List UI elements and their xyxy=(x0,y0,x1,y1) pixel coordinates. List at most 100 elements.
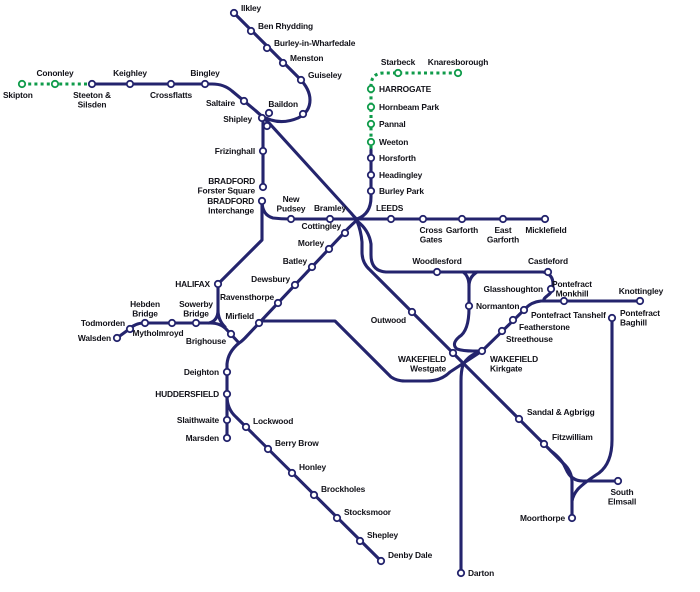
station-skipton-marker xyxy=(17,79,27,89)
station-crossflatts-label: Crossflatts xyxy=(150,90,193,100)
station-brockholes: Brockholes xyxy=(309,484,366,500)
station-mirfield: Mirfield xyxy=(225,311,264,328)
station-south-elmsall-marker xyxy=(613,476,623,486)
station-horsforth-marker xyxy=(366,153,376,163)
station-micklefield-label: Micklefield xyxy=(525,225,566,235)
station-berry-brow-label: Berry Brow xyxy=(275,438,319,448)
station-darton-marker xyxy=(456,568,466,578)
station-huddersfield-label: HUDDERSFIELD xyxy=(155,389,219,399)
station-weeton: Weeton xyxy=(366,137,408,147)
station-marsden-label: Marsden xyxy=(186,433,219,443)
station-shepley-marker xyxy=(355,536,365,546)
station-stocksmoor: Stocksmoor xyxy=(332,507,392,523)
station-fitzwilliam-marker xyxy=(539,439,549,449)
station-saltaire-marker xyxy=(239,96,249,106)
station-knaresborough-marker xyxy=(453,68,463,78)
station-hornbeam-park-marker xyxy=(366,102,376,112)
station-keighley-marker xyxy=(125,79,135,89)
station-slaithwaite-label: Slaithwaite xyxy=(177,415,220,425)
station-mytholmroyd-label: Mytholmroyd xyxy=(133,328,184,338)
station-guiseley: Guiseley xyxy=(296,70,342,85)
station-brighouse-marker xyxy=(226,329,236,339)
line-normanton-branch xyxy=(452,270,484,353)
station-mytholmroyd: Mytholmroyd xyxy=(133,318,184,338)
station-outwood-marker xyxy=(407,307,417,317)
station-ravensthorpe-label: Ravensthorpe xyxy=(220,292,275,302)
station-knaresborough: Knaresborough xyxy=(428,57,488,78)
station-woodlesford-marker xyxy=(432,267,442,277)
station-garforth-marker xyxy=(457,214,467,224)
station-sandal-and-agbrigg-label: Sandal & Agbrigg xyxy=(527,407,595,417)
station-berry-brow-marker xyxy=(263,444,273,454)
station-burley-in-wharfedale: Burley-in-Wharfedale xyxy=(262,38,356,53)
station-burley-in-wharfedale-label: Burley-in-Wharfedale xyxy=(274,38,356,48)
station-batley-label: Batley xyxy=(283,256,308,266)
station-bradford-interchange-marker xyxy=(257,196,267,206)
station-glasshoughton-marker xyxy=(546,284,556,294)
line-penistone xyxy=(225,394,383,563)
station-knottingley-marker xyxy=(635,296,645,306)
station-ravensthorpe-marker xyxy=(273,298,283,308)
station-brighouse: Brighouse xyxy=(186,329,236,346)
station-brighouse-label: Brighouse xyxy=(186,336,227,346)
station-outwood-label: Outwood xyxy=(371,315,406,325)
station-outwood: Outwood xyxy=(371,307,417,325)
station-mirfield-label: Mirfield xyxy=(225,311,254,321)
station-ravensthorpe: Ravensthorpe xyxy=(220,292,283,308)
station-sandal-and-agbrigg-marker xyxy=(514,414,524,424)
station-denby-dale: Denby Dale xyxy=(376,550,433,566)
station-leeds-marker xyxy=(386,214,396,224)
station-cottingley-marker xyxy=(340,228,350,238)
station-wakefield-kirkgate-marker xyxy=(477,346,487,356)
station-shipley-platform-3-marker xyxy=(262,121,272,131)
line-mirfield-wakefield xyxy=(260,319,484,383)
station-berry-brow: Berry Brow xyxy=(263,438,319,454)
station-ilkley-label: Ilkley xyxy=(241,3,262,13)
station-guiseley-marker xyxy=(296,75,306,85)
station-honley: Honley xyxy=(287,462,327,478)
station-marsden-marker xyxy=(222,433,232,443)
station-marsden: Marsden xyxy=(186,433,232,443)
station-ben-rhydding: Ben Rhydding xyxy=(246,21,313,36)
station-walsden-marker xyxy=(112,333,122,343)
station-batley: Batley xyxy=(283,256,317,272)
station-batley-marker xyxy=(307,262,317,272)
station-headingley-marker xyxy=(366,170,376,180)
station-frizinghall: Frizinghall xyxy=(215,146,268,156)
station-castleford-label: Castleford xyxy=(528,256,568,266)
station-todmorden-marker xyxy=(125,324,135,334)
station-shipley-platform-3 xyxy=(262,121,272,131)
station-ben-rhydding-marker xyxy=(246,26,256,36)
station-leeds-label: LEEDS xyxy=(376,203,404,213)
station-crossflatts-marker xyxy=(166,79,176,89)
station-shipley-platform-2-marker xyxy=(264,108,274,118)
station-moorthorpe-label: Moorthorpe xyxy=(520,513,566,523)
station-starbeck: Starbeck xyxy=(381,57,416,78)
station-woodlesford: Woodlesford xyxy=(412,256,462,277)
station-harrogate-label: HARROGATE xyxy=(379,84,432,94)
station-skipton: Skipton xyxy=(3,79,33,100)
station-sandal-and-agbrigg: Sandal & Agbrigg xyxy=(514,407,595,424)
station-shipley: Shipley xyxy=(223,113,267,124)
station-cononley: Cononley xyxy=(37,68,74,89)
station-cononley-marker xyxy=(50,79,60,89)
station-todmorden: Todmorden xyxy=(81,318,135,334)
station-streethouse-marker xyxy=(497,326,507,336)
station-frizinghall-marker xyxy=(258,146,268,156)
station-mirfield-marker xyxy=(254,318,264,328)
station-baildon: Baildon xyxy=(268,99,308,119)
station-brockholes-marker xyxy=(309,490,319,500)
